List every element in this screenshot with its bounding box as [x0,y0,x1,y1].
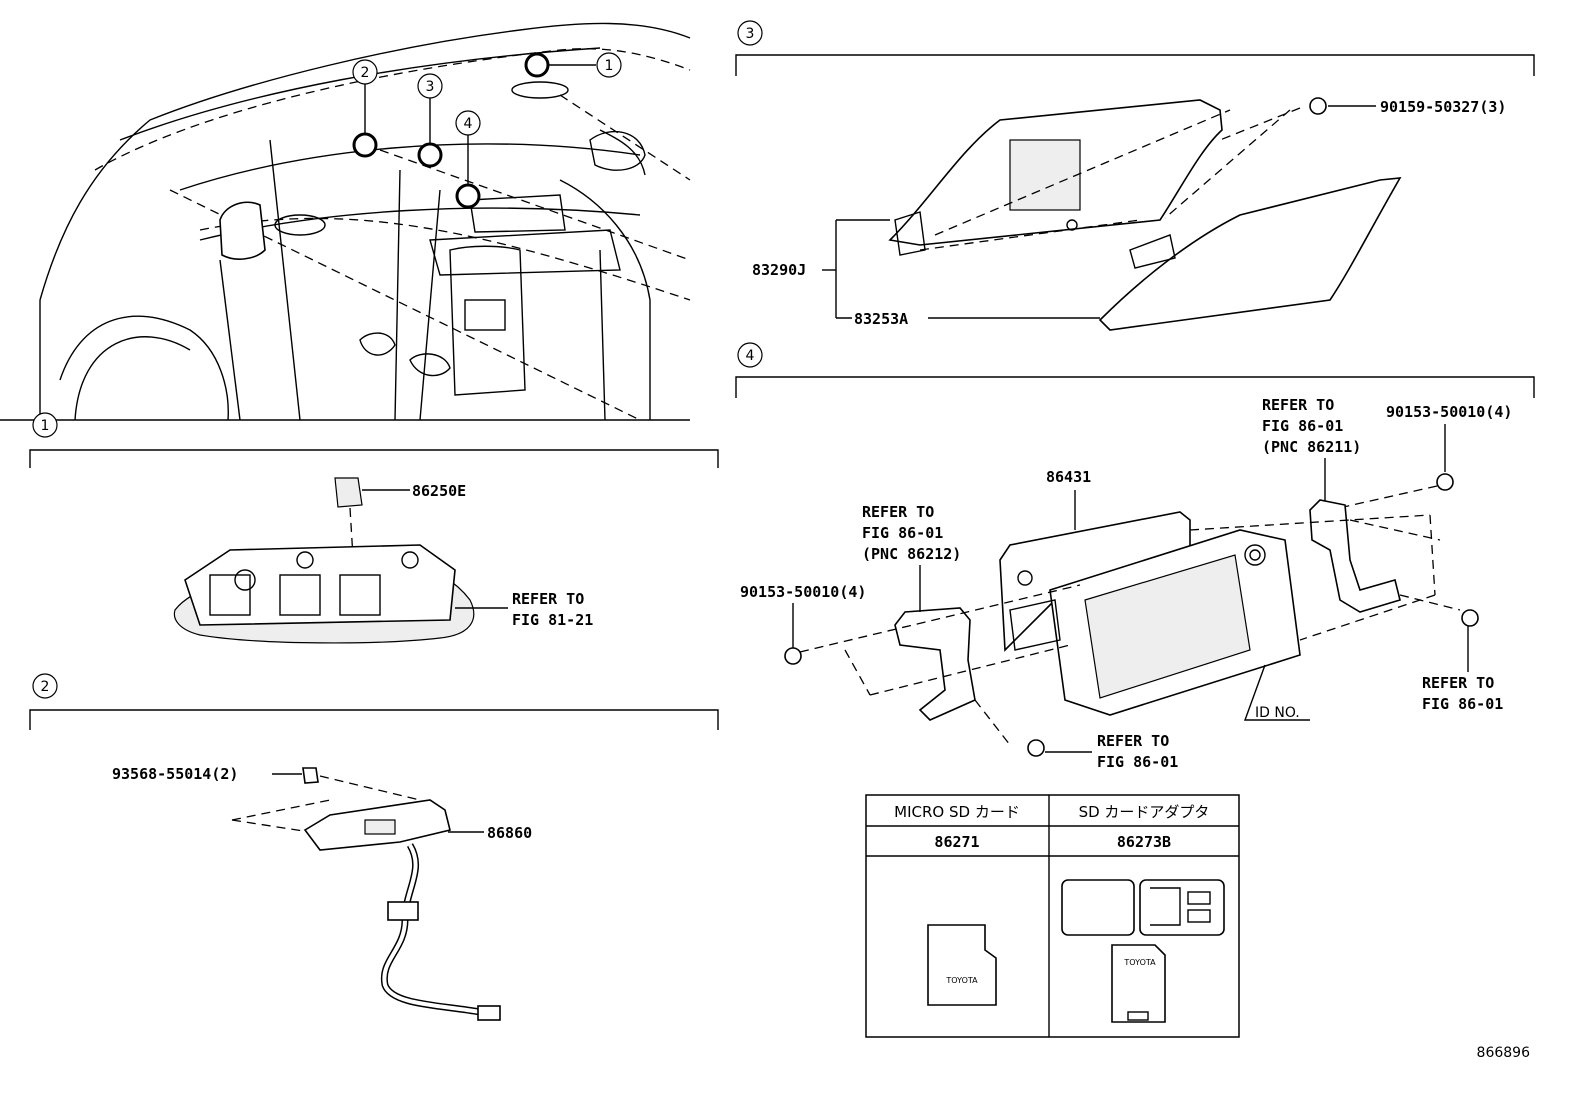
refer-86212-line2[interactable]: FIG 86-01 [862,524,943,542]
callout-1: 1 [605,58,614,74]
bolt-93568-label[interactable]: 93568-55014(2) [112,765,238,783]
refer-86212-line3[interactable]: (PNC 86212) [862,545,961,563]
section-2-id: 2 [41,679,50,695]
refer-86-01-bottom-line1[interactable]: REFER TO [1097,732,1169,750]
sd-adapter-header: SD カードアダプタ [1079,803,1210,821]
section-4: 4 REFER TO FIG 86-01 (PNC 86211) 90153-5… [735,342,1535,771]
part-86250E-shape [334,477,363,508]
refer-86-01-right-line2[interactable]: FIG 86-01 [1422,695,1503,713]
refer-86211-line1[interactable]: REFER TO [1262,396,1334,414]
callout-4: 4 [464,116,473,132]
refer-86211-line3[interactable]: (PNC 86211) [1262,438,1361,456]
sd-card-table: MICRO SD カード SD カードアダプタ 86271 86273B TOY… [865,794,1240,1038]
sd-adapter-logo-text: TOYOTA [1123,958,1156,967]
micro-sd-card-icon [927,924,997,1006]
screw-right-icon [1436,473,1454,491]
refer-86-01-bottom-line2[interactable]: FIG 86-01 [1097,753,1178,771]
screw-90153-right-label[interactable]: 90153-50010(4) [1386,403,1512,421]
sd-adapter-card-icon [1111,944,1166,1023]
section-4-id: 4 [746,348,755,364]
left-bracket [894,607,976,721]
section-1: 1 86250E REFER TO FIG 81-21 [29,412,719,644]
meter-cover [1098,177,1402,331]
id-no-label: ID NO. [1255,705,1300,721]
callout-3: 3 [426,79,435,95]
sd-case-right [1139,879,1225,936]
refer-86211-line2[interactable]: FIG 86-01 [1262,417,1343,435]
part-83290J-label[interactable]: 83290J [752,261,806,279]
section-3-id: 3 [746,26,755,42]
screw-bottom-icon [1027,739,1045,757]
screw-icon [1309,97,1327,115]
refer-81-21-line1[interactable]: REFER TO [512,590,584,608]
vehicle-overview: 1 2 3 4 [0,22,691,421]
section-3: 3 90159-50327(3) 83290J 83253A [735,20,1535,331]
refer-81-21-line2[interactable]: FIG 81-21 [512,611,593,629]
part-83253A-label[interactable]: 83253A [854,310,908,328]
section-1-id: 1 [41,418,50,434]
sd-case-left [1061,879,1135,936]
display-screen [1084,554,1251,699]
figure-number: 866896 [1477,1045,1531,1061]
part-86273B-label[interactable]: 86273B [1117,833,1171,851]
part-86860-label[interactable]: 86860 [487,824,532,842]
part-86431-label[interactable]: 86431 [1046,468,1091,486]
micro-sd-logo-text: TOYOTA [945,976,978,985]
bolt-icon [302,767,319,784]
right-bracket [1309,499,1401,613]
micro-sd-header: MICRO SD カード [894,803,1020,821]
refer-86212-line1[interactable]: REFER TO [862,503,934,521]
callout-2: 2 [361,65,370,81]
section-2: 2 93568-55014(2) 86860 [29,673,719,1021]
part-86271-label[interactable]: 86271 [934,833,979,851]
refer-86-01-right-line1[interactable]: REFER TO [1422,674,1494,692]
screw-right-bottom-icon [1461,609,1479,627]
screw-left-icon [784,647,802,665]
screw-90159-label[interactable]: 90159-50327(3) [1380,98,1506,116]
part-86250E-label[interactable]: 86250E [412,482,466,500]
screw-90153-left-label[interactable]: 90153-50010(4) [740,583,866,601]
